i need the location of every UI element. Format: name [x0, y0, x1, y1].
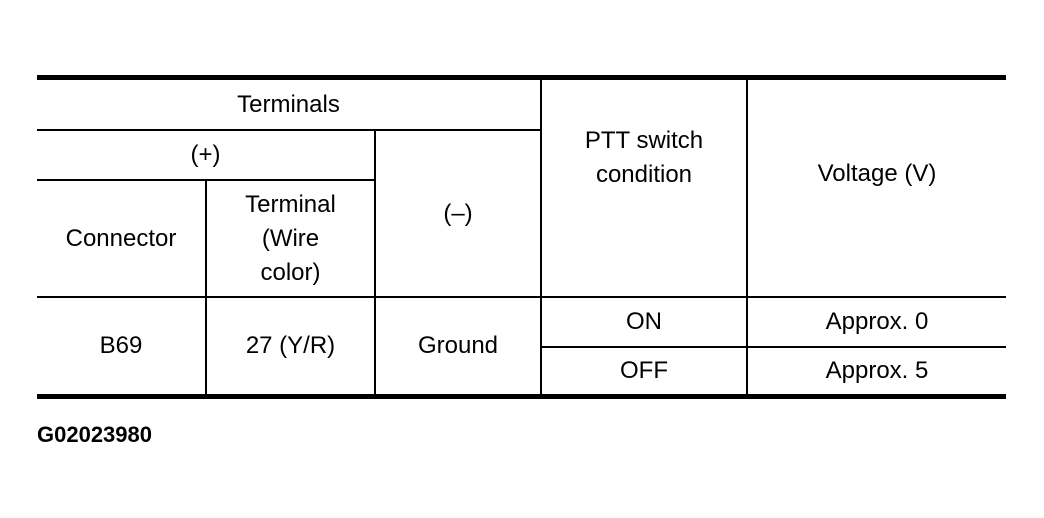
cell-voltage-on: Approx. 0 — [746, 296, 1006, 348]
header-terminal-wire-color: Terminal (Wire color) — [205, 179, 375, 298]
header-ptt-switch-condition: PTT switch condition — [540, 76, 748, 298]
header-minus: (–) — [374, 129, 541, 298]
header-terminals: Terminals — [37, 76, 542, 131]
cell-condition-off: OFF — [541, 346, 748, 398]
cell-minus: Ground — [374, 296, 542, 398]
header-plus: (+) — [37, 129, 376, 181]
cell-voltage-off: Approx. 5 — [746, 346, 1006, 398]
terminal-voltage-table: Terminals PTT switch condition Voltage (… — [37, 75, 1006, 399]
header-connector: Connector — [37, 179, 207, 298]
cell-connector: B69 — [37, 296, 207, 398]
table-row: OFF Approx. 5 — [37, 346, 1006, 398]
table-row: B69 27 (Y/R) Ground ON Approx. 0 — [37, 296, 1006, 398]
cell-condition-on: ON — [540, 296, 748, 348]
figure-code: G02023980 — [37, 422, 152, 447]
cell-terminal: 27 (Y/R) — [205, 296, 376, 398]
header-voltage: Voltage (V) — [746, 76, 1006, 298]
